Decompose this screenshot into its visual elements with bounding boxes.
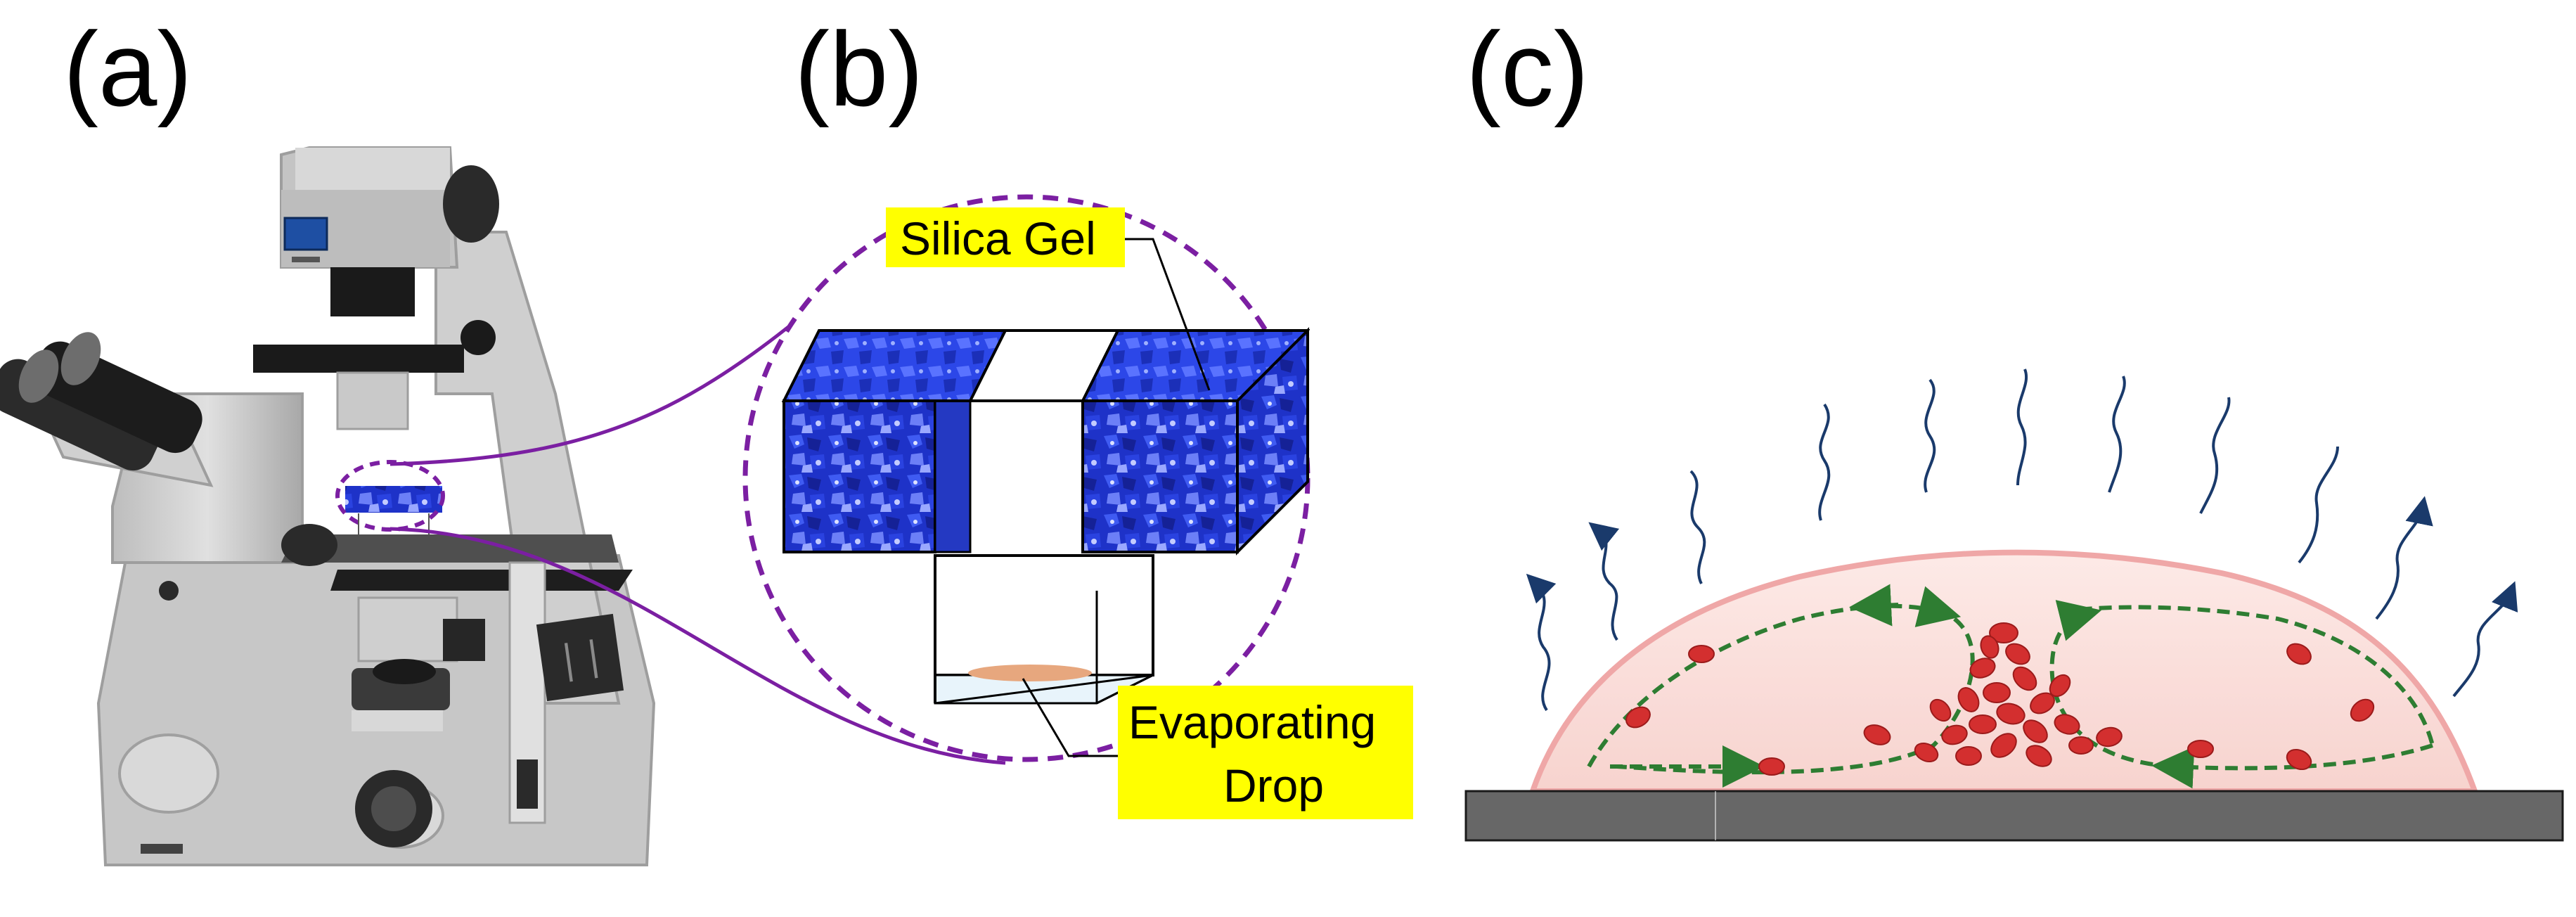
drop-chamber [934, 554, 1154, 705]
vapor-arrow-icon [1588, 522, 1620, 641]
callout-evaporating-line2: Drop [1223, 759, 1324, 812]
callout-evaporating-drop: Evaporating Drop [1022, 678, 1413, 819]
vapor-arrow-icon [1689, 470, 1706, 584]
evaporating-drop-small [968, 665, 1092, 681]
flow-arrow-icon [1849, 584, 1899, 627]
panel-letter-a: (a) [63, 10, 192, 128]
silica-sample-small [335, 460, 445, 541]
vapor-arrow-icon [2375, 496, 2433, 620]
svg-text:ᛁᛁ: ᛁᛁ [553, 634, 610, 687]
silica-gel-left-block [781, 329, 1008, 553]
callout-silica-gel-box [886, 207, 1125, 267]
substrate-slide [1464, 790, 2564, 842]
flow-arrow-icon [1616, 617, 1975, 775]
vapor-arrow-icon [2452, 581, 2518, 698]
lamp-housing [280, 146, 499, 269]
panel-letter-b: (b) [794, 10, 923, 128]
callout-evaporating-drop-box [1118, 686, 1413, 819]
vapor-arrow-icon [2199, 397, 2231, 514]
vapor-arrow-icon [1818, 403, 1831, 521]
vapor-arrow-icon [2108, 376, 2126, 493]
callout-silica-gel-label: Silica Gel [900, 212, 1096, 264]
vapor-arrow-icon [1924, 378, 1936, 493]
vapor-arrow-icon [1526, 573, 1557, 712]
eyepiece-assembly [0, 332, 214, 487]
focus-knob [355, 770, 432, 847]
flow-arrow-icon [2059, 605, 2435, 746]
vapor-arrow-icon [2298, 446, 2339, 564]
zoomed-chamber-diagram: Silica Gel Evaporating Drop [742, 194, 1413, 819]
drop-cross-section-diagram [1464, 368, 2564, 842]
vapor-arrow-icon [2016, 368, 2028, 486]
zoom-line-lower [389, 527, 1006, 765]
vapor-arrows [1526, 368, 2518, 712]
panel-letter-c: (c) [1466, 10, 1589, 128]
callout-silica-gel: Silica Gel [886, 207, 1211, 391]
objective-turret [352, 596, 485, 731]
inverted-microscope-illustration: ᛁᛁ [0, 146, 656, 866]
callout-evaporating-line1: Evaporating [1128, 696, 1376, 748]
red-blood-cells [1625, 622, 2375, 776]
